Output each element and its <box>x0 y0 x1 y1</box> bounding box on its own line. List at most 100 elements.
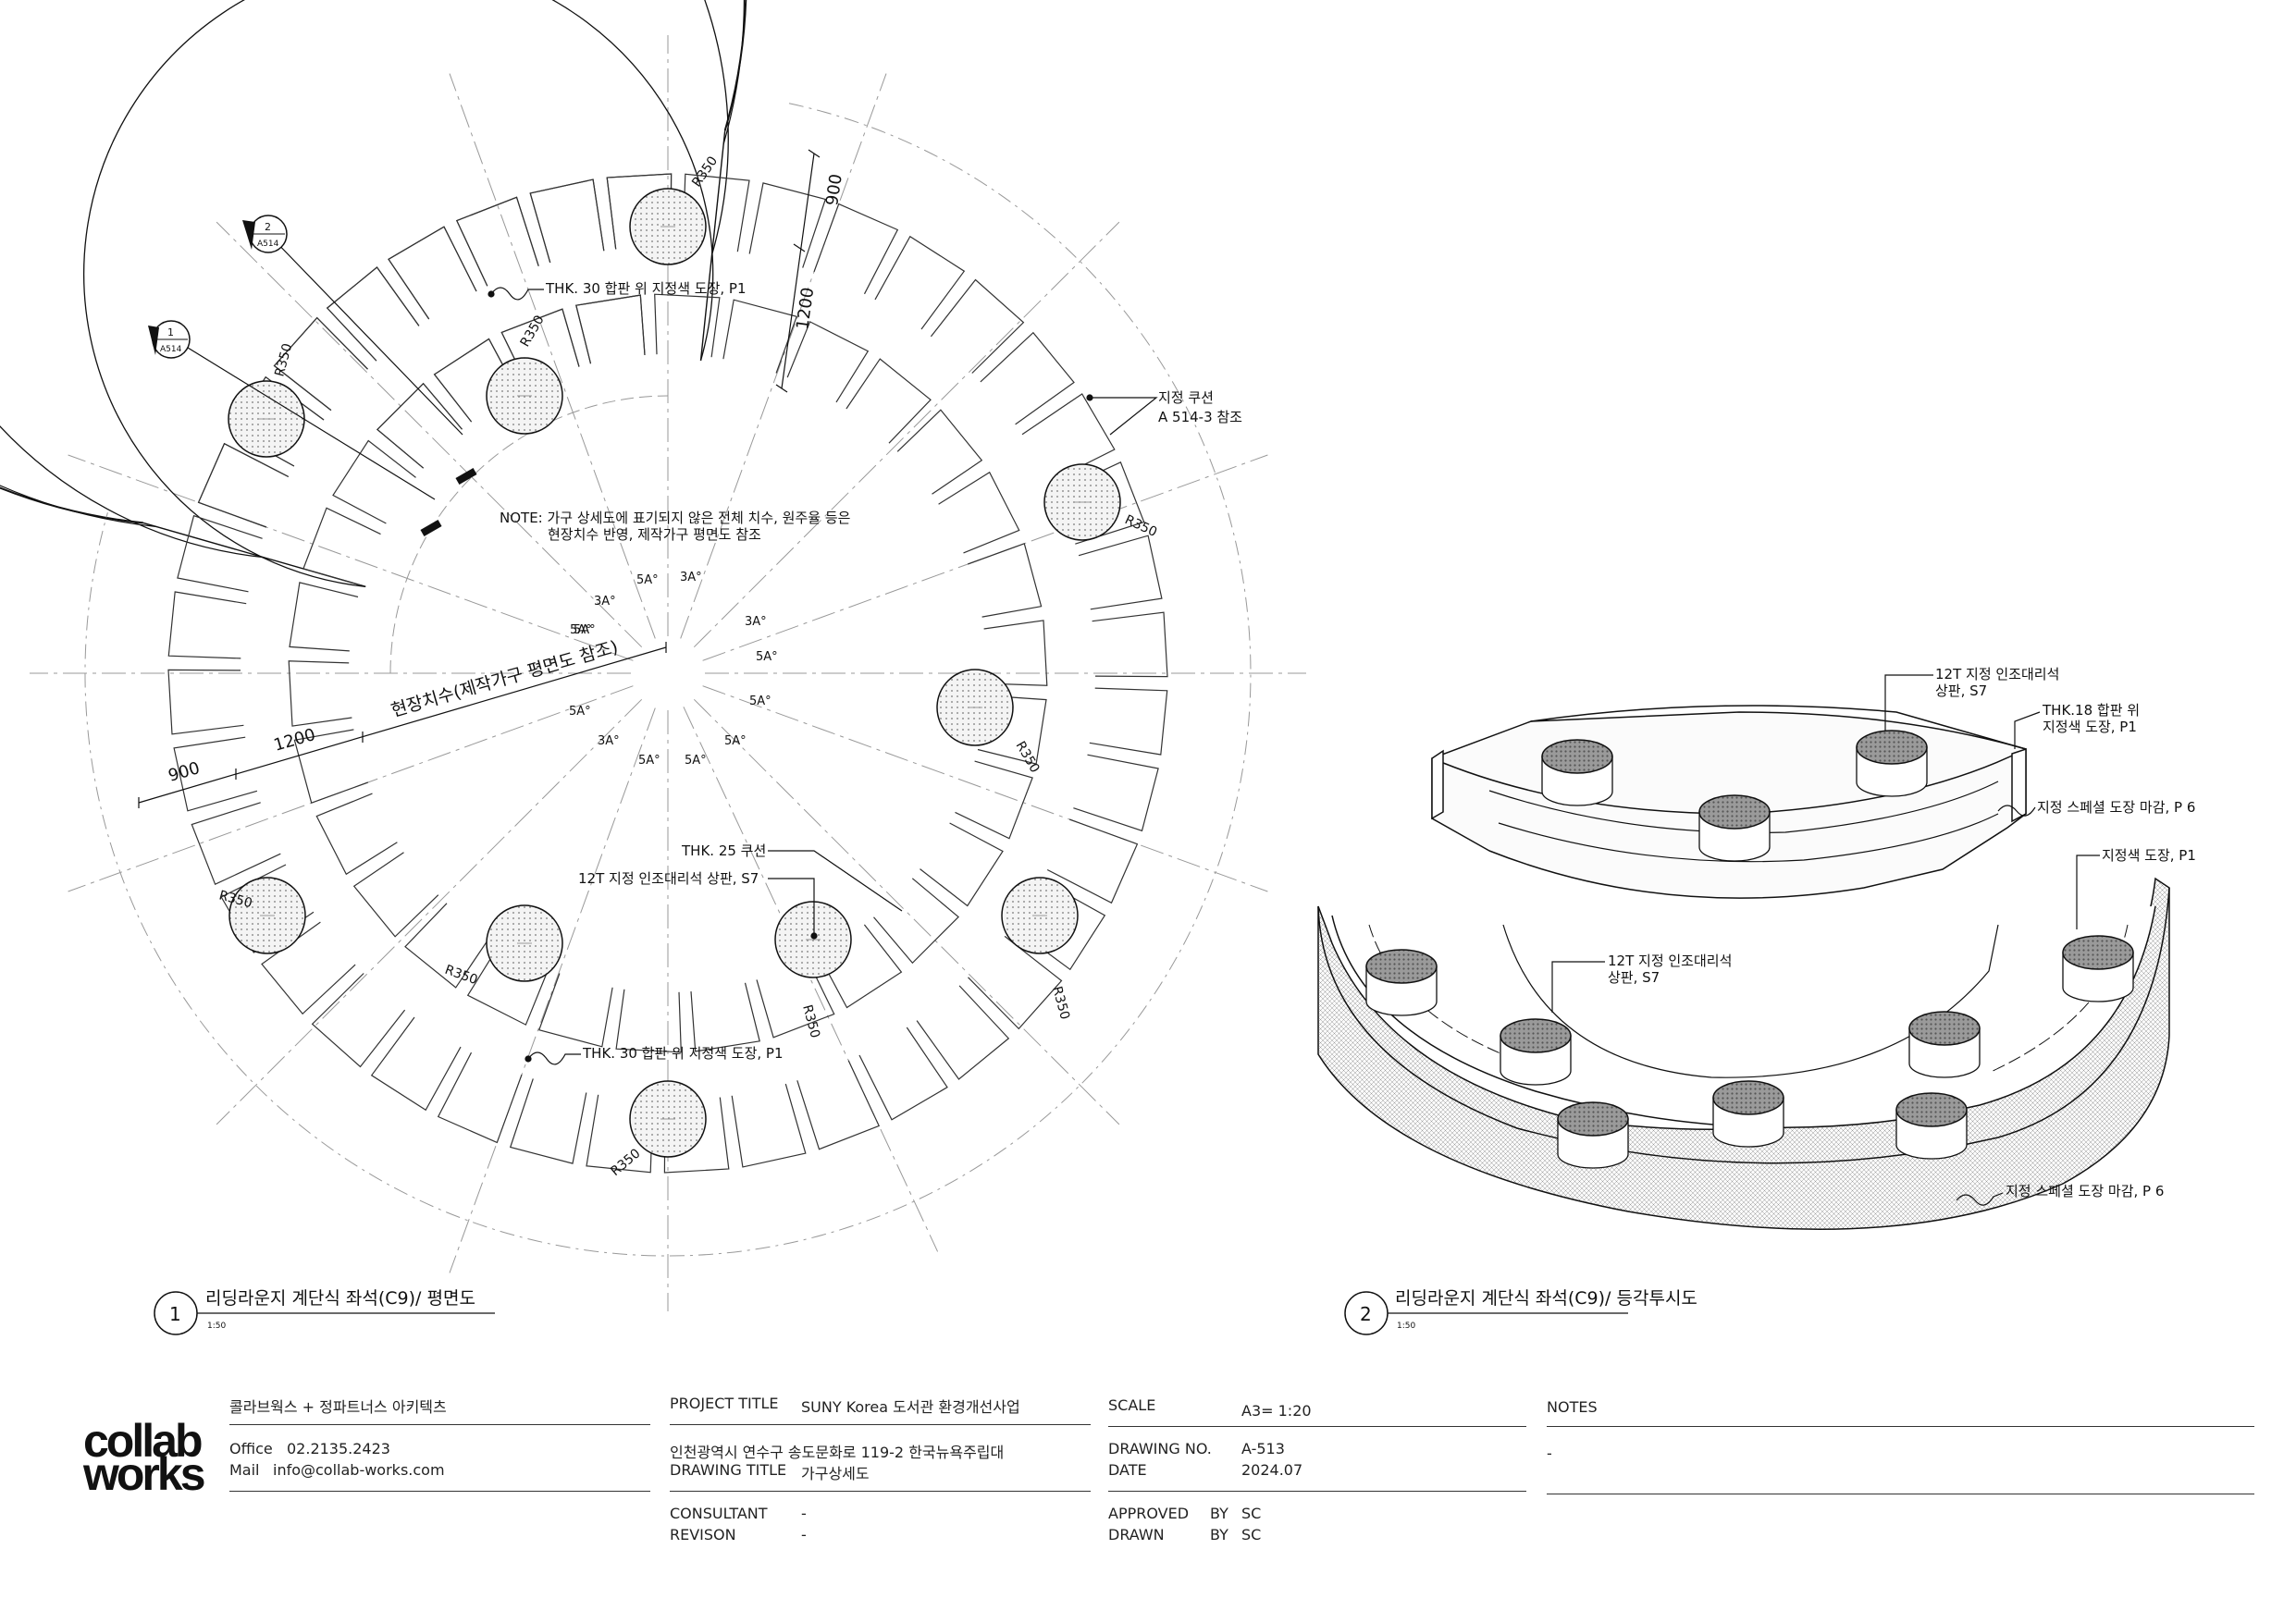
cushion-block <box>955 760 1033 840</box>
scale-value: A3= 1:20 <box>1241 1402 1312 1420</box>
drawn-label: DRAWN <box>1108 1526 1165 1543</box>
center-line <box>216 698 643 1125</box>
cushion-block <box>289 582 359 652</box>
bottom-callout-label: THK. 30 합판 위 지정색 도장, P1 <box>582 1045 784 1062</box>
cushion-block <box>786 321 870 403</box>
note-line-1: NOTE: 가구 상세도에 표기되지 않은 전체 치수, 원주율 등은 <box>500 510 850 526</box>
cushion-block <box>326 266 420 362</box>
divider <box>670 1491 1091 1492</box>
cushion-block <box>983 620 1048 686</box>
cushion-block <box>1073 754 1159 832</box>
cushion-block <box>311 973 406 1068</box>
office-label: Office <box>229 1440 273 1457</box>
cushion-label-2: A 514-3 참조 <box>1158 409 1242 425</box>
cushion-block <box>529 178 605 264</box>
isometric-view: 12T 지정 인조대리석 상판, S7 THK.18 합판 위 지정색 도장, … <box>1317 666 2196 1335</box>
angle-label: 5A° <box>724 734 747 748</box>
cushion-block <box>858 1027 948 1121</box>
section-1-ref: A514 <box>160 345 182 354</box>
plan-title: 리딩라운지 계단식 좌석(C9)/ 평면도 <box>205 1288 475 1309</box>
plan-dimension-lines <box>138 149 821 808</box>
logo-line-1: collab <box>83 1415 203 1467</box>
notes-value: - <box>1547 1445 1552 1462</box>
cushion-block <box>722 299 797 374</box>
revision-label: REVISON <box>670 1526 736 1543</box>
center-line <box>68 685 634 892</box>
scale-label: SCALE <box>1108 1396 1156 1414</box>
angle-label: 5A° <box>685 754 707 768</box>
consultant-label: CONSULTANT <box>670 1505 768 1522</box>
cushion-block <box>575 294 646 364</box>
cushion-block <box>437 1051 523 1144</box>
angle-label: 5A° <box>749 695 772 708</box>
divider <box>229 1491 650 1492</box>
collab-works-logo: collab works <box>83 1415 206 1497</box>
cushion-block <box>191 802 281 886</box>
plan-arcs <box>0 0 1252 1257</box>
plan-angle-labels: 3A°5A°3A°5A°3A°5A°5A°5A°5A°5A°3A°5A°5A° <box>569 571 778 768</box>
divider <box>1108 1491 1526 1492</box>
center-line <box>449 73 656 639</box>
divider <box>670 1424 1091 1425</box>
cushion-block <box>273 316 368 412</box>
cushion-block <box>654 293 721 358</box>
section-1-number: 1 <box>167 326 174 338</box>
angle-label: 3A° <box>745 615 767 629</box>
iso-title: 리딩라운지 계단식 좌석(C9)/ 등각투시도 <box>1395 1288 1697 1309</box>
office-value: 02.2135.2423 <box>287 1440 390 1457</box>
cushion-block <box>538 973 613 1048</box>
cushion-block <box>167 669 244 735</box>
cushion-block <box>920 822 1004 907</box>
angle-label: 3A° <box>680 571 702 584</box>
drawn-by: BY <box>1210 1526 1228 1543</box>
center-line <box>680 73 887 639</box>
iso-stool-top <box>1500 1018 1572 1053</box>
angle-label: 5A° <box>574 623 596 637</box>
angle-label: 5A° <box>569 705 591 719</box>
drawing-no-label: DRAWING NO. <box>1108 1440 1212 1457</box>
cushion-block <box>167 591 247 659</box>
cushion-block <box>930 278 1025 374</box>
iso-marble2-label-1: 12T 지정 인조대리석 <box>1608 953 1732 969</box>
cushion-block <box>980 331 1075 425</box>
iso-lower-stools <box>1365 935 2134 1169</box>
cushion-block <box>575 294 646 364</box>
angle-label: 5A° <box>570 623 592 637</box>
iso-stool-top <box>1541 739 1613 774</box>
angle-label: 3A° <box>594 595 616 609</box>
firm-name: 콜라브웍스 + 정파트너스 아키텍츠 <box>229 1398 447 1416</box>
iso-stool-top <box>1365 949 1438 984</box>
consultant-value: - <box>801 1505 807 1522</box>
angle-label: 3A° <box>598 734 620 748</box>
note-line-2: 현장치수 반영, 제작가구 평면도 참조 <box>548 526 761 543</box>
cushion-block <box>938 471 1020 554</box>
iso-special-paint-2: 지정 스페셜 도장 마감, P 6 <box>2006 1183 2164 1199</box>
cushion-block <box>370 1016 462 1112</box>
cushion-block <box>846 358 932 444</box>
cushion-block <box>796 1060 881 1150</box>
mail-label: Mail <box>229 1461 260 1479</box>
cushion-block <box>916 985 1010 1080</box>
center-line <box>702 685 1268 892</box>
iso-stool-top <box>1895 1092 1968 1127</box>
mail-value[interactable]: info@collab-works.com <box>273 1461 445 1479</box>
cushion-block <box>615 989 682 1053</box>
cushion-block <box>173 736 258 812</box>
plan-center-lines <box>30 35 1306 1311</box>
iso-marble-label-2: 상판, S7 <box>1935 682 1987 699</box>
drawing-no-value: A-513 <box>1241 1440 1285 1457</box>
dim-900-top: 900 <box>822 173 846 207</box>
section-2-number: 2 <box>265 221 271 233</box>
stool-radius-label: R350 <box>608 1146 643 1179</box>
step-1-arc <box>0 0 729 559</box>
plan-scale: 1:50 <box>207 1322 226 1331</box>
cushion-block <box>332 439 416 524</box>
plan-stools <box>228 188 1121 1158</box>
drawing-title-value: 가구상세도 <box>801 1465 870 1482</box>
stool-radius-label: R350 <box>1049 985 1072 1021</box>
divider <box>1547 1426 2254 1427</box>
iso-upper-stools <box>1541 730 1928 862</box>
stool-radius-label: R350 <box>1122 512 1159 540</box>
